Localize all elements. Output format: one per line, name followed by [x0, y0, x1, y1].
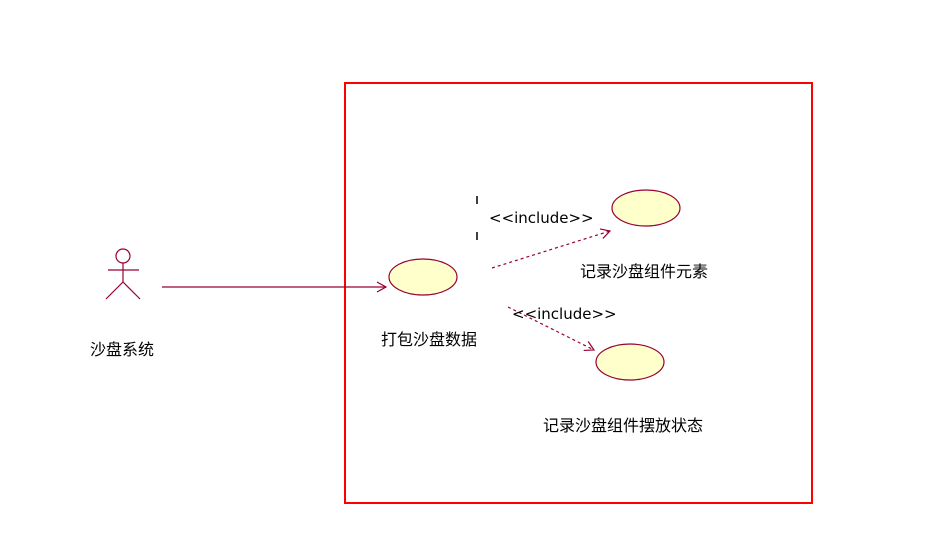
use-case-record-elements[interactable] — [611, 189, 681, 227]
actor-name-label: 沙盘系统 — [90, 340, 155, 359]
use-case-record-state[interactable] — [595, 343, 665, 381]
include-dependency-2[interactable] — [507, 306, 596, 352]
use-case-package-label: 打包沙盘数据 — [381, 330, 478, 349]
use-case-record-state-label: 记录沙盘组件摆放状态 — [543, 416, 704, 435]
include-stereotype-label-2: <<include>> — [512, 305, 617, 323]
actor-head — [115, 248, 131, 264]
include-stereotype-label-1: <<include>> — [489, 209, 594, 227]
actor-stick-figure-icon[interactable] — [105, 248, 141, 300]
use-case-package[interactable] — [388, 258, 458, 296]
include-dependency-1[interactable] — [491, 228, 612, 269]
system-boundary[interactable] — [344, 82, 813, 504]
use-case-record-elements-label: 记录沙盘组件元素 — [580, 262, 709, 281]
actor-right-leg — [122, 281, 141, 300]
actor-left-leg — [105, 281, 124, 300]
